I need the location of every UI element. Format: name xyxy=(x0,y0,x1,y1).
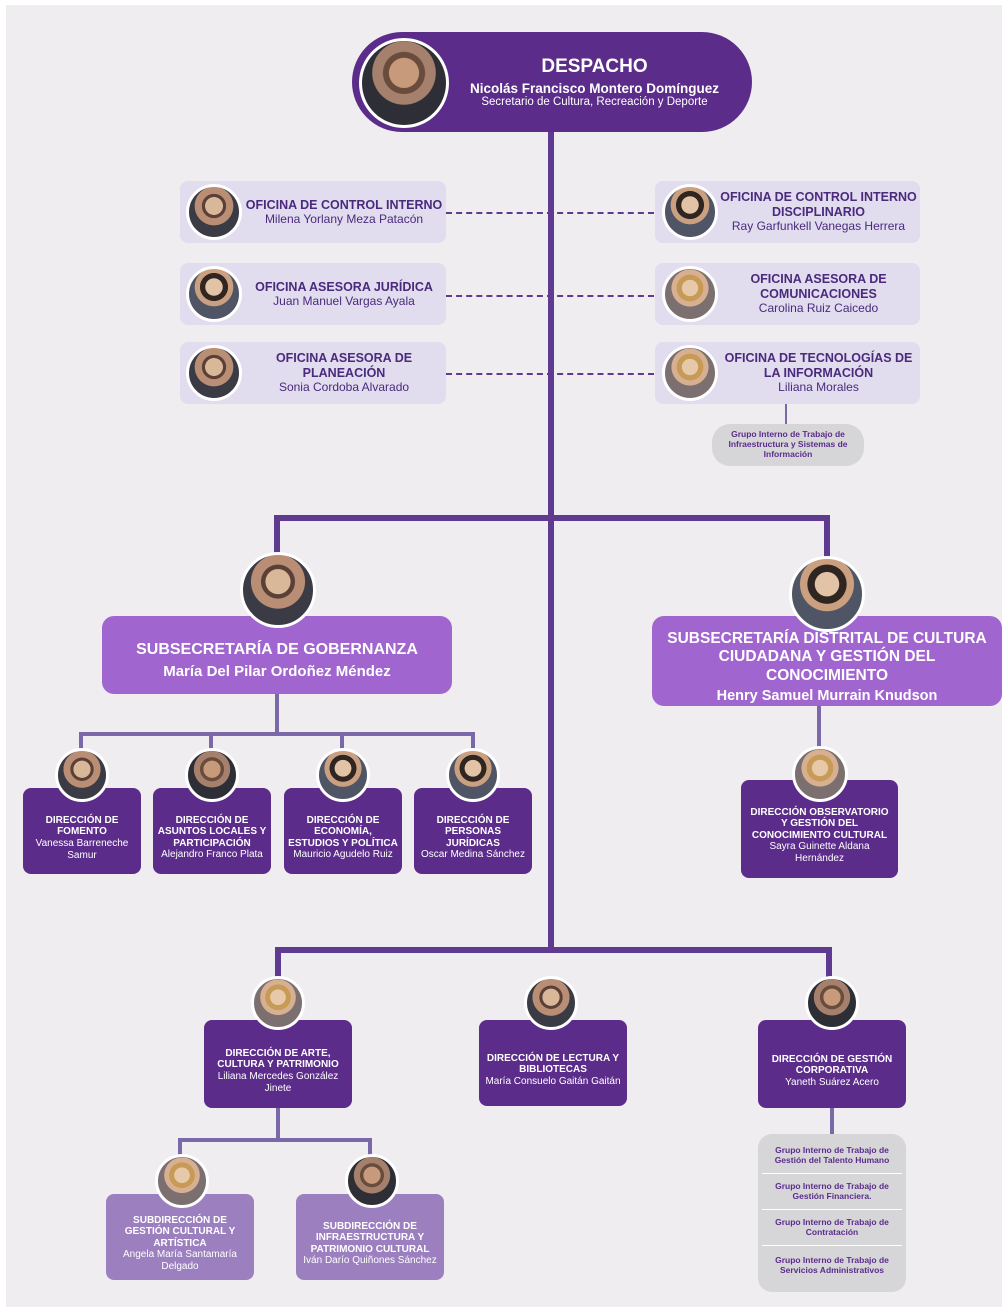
direccion-name: Yaneth Suárez Acero xyxy=(785,1076,879,1088)
drop-fomento xyxy=(79,732,83,754)
direccion-lectura-bibliotecas: DIRECCIÓN DE LECTURA Y BIBLIOTECAS María… xyxy=(479,1020,627,1106)
photo-asuntos-locales xyxy=(185,748,239,802)
photo-gestion-cultural xyxy=(155,1154,209,1208)
direcciones-bar xyxy=(275,947,832,953)
photo-control-interno xyxy=(186,184,242,240)
drop-corporativa xyxy=(826,947,832,979)
photo-economia xyxy=(316,748,370,802)
photo-planeacion xyxy=(186,345,242,401)
direccion-fomento: DIRECCIÓN DE FOMENTO Vanessa Barreneche … xyxy=(23,788,141,874)
direccion-name: María Consuelo Gaitán Gaitán xyxy=(485,1075,621,1087)
subdireccion-gestion-cultural: SUBDIRECCIÓN DE GESTIÓN CULTURAL Y ARTÍS… xyxy=(106,1194,254,1280)
subdireccion-title: SUBDIRECCIÓN DE INFRAESTRUCTURA Y PATRIM… xyxy=(310,1220,430,1255)
oficina-name: Ray Garfunkell Vanegas Herrera xyxy=(731,219,906,234)
oficina-title: OFICINA DE CONTROL INTERNO DISCIPLINARIO xyxy=(720,190,917,219)
despacho-photo xyxy=(359,38,449,128)
photo-arte-cultura xyxy=(251,976,305,1030)
grupo-infraestructura-sistemas: Grupo Interno de Trabajo de Infraestruct… xyxy=(712,424,864,466)
line-ti-grupo xyxy=(785,403,787,425)
subdireccion-infraestructura: SUBDIRECCIÓN DE INFRAESTRUCTURA Y PATRIM… xyxy=(296,1194,444,1280)
direccion-title: DIRECCIÓN DE ASUNTOS LOCALES Y PARTICIPA… xyxy=(157,814,267,849)
direccion-name: Oscar Medina Sánchez xyxy=(421,849,525,861)
subdireccion-title: SUBDIRECCIÓN DE GESTIÓN CULTURAL Y ARTÍS… xyxy=(124,1214,236,1249)
photo-observatorio xyxy=(792,746,848,802)
grupos-corporativa-panel xyxy=(758,1134,906,1292)
despacho-role: Secretario de Cultura, Recreación y Depo… xyxy=(481,96,708,108)
despacho-name: Nicolás Francisco Montero Domínguez xyxy=(469,81,720,96)
oficina-title: OFICINA ASESORA JURÍDICA xyxy=(255,279,433,294)
photo-personas-juridicas xyxy=(446,748,500,802)
direccion-title: DIRECCIÓN DE ECONOMÍA, ESTUDIOS Y POLÍTI… xyxy=(288,814,398,849)
photo-infraestructura xyxy=(345,1154,399,1208)
photo-cultura-ciudadana xyxy=(789,556,865,632)
photo-tecnologias xyxy=(662,345,718,401)
direccion-name: Liliana Mercedes González Jinete xyxy=(217,1070,339,1094)
dash-juridica xyxy=(446,295,654,297)
direccion-name: Vanessa Barreneche Samur xyxy=(35,837,129,861)
photo-juridica xyxy=(186,266,242,322)
gobernanza-bar xyxy=(79,732,475,736)
oficina-title: OFICINA DE TECNOLOGÍAS DE LA INFORMACIÓN xyxy=(724,351,913,380)
direccion-name: Alejandro Franco Plata xyxy=(161,849,263,861)
subsecretaria-gobernanza: SUBSECRETARÍA DE GOBERNANZA María Del Pi… xyxy=(102,616,452,694)
corporativa-stem xyxy=(830,1106,834,1136)
drop-subdir-gestion xyxy=(178,1138,182,1156)
dash-control-interno xyxy=(446,212,654,214)
subsecretaria-title: SUBSECRETARÍA DE GOBERNANZA xyxy=(136,640,418,658)
line-to-cultura xyxy=(824,515,830,557)
subsecretaria-title: SUBSECRETARÍA DISTRITAL DE CULTURA CIUDA… xyxy=(667,629,987,684)
direccion-asuntos-locales: DIRECCIÓN DE ASUNTOS LOCALES Y PARTICIPA… xyxy=(153,788,271,874)
cultura-stem xyxy=(817,704,821,754)
despacho-title: DESPACHO xyxy=(541,56,648,77)
photo-control-disciplinario xyxy=(662,184,718,240)
direccion-title: DIRECCIÓN DE LECTURA Y BIBLIOTECAS xyxy=(486,1052,620,1076)
grupo-servicios-administrativos: Grupo Interno de Trabajo de Servicios Ad… xyxy=(775,1255,889,1275)
grupo-contratacion: Grupo Interno de Trabajo de Contratación xyxy=(762,1210,902,1246)
grupo-talento-humano: Grupo Interno de Trabajo de Gestión del … xyxy=(762,1138,902,1174)
main-trunk-line xyxy=(548,130,554,952)
drop-economia xyxy=(340,732,344,754)
oficina-title: OFICINA ASESORA DE COMUNICACIONES xyxy=(750,272,887,301)
subsecretarias-bar xyxy=(274,515,830,521)
direccion-personas-juridicas: DIRECCIÓN DE PERSONAS JURÍDICAS Oscar Me… xyxy=(414,788,532,874)
direccion-name: Mauricio Agudelo Ruiz xyxy=(293,849,393,861)
subsecretaria-name: Henry Samuel Murrain Knudson xyxy=(716,688,938,705)
drop-personas xyxy=(471,732,475,754)
direccion-title: DIRECCIÓN OBSERVATORIO Y GESTIÓN DEL CON… xyxy=(750,806,889,841)
direccion-title: DIRECCIÓN DE ARTE, CULTURA Y PATRIMONIO xyxy=(217,1047,339,1071)
drop-arte xyxy=(275,947,281,979)
direccion-economia: DIRECCIÓN DE ECONOMÍA, ESTUDIOS Y POLÍTI… xyxy=(284,788,402,874)
line-to-gobernanza xyxy=(274,515,280,555)
photo-comunicaciones xyxy=(662,266,718,322)
photo-lectura-bibliotecas xyxy=(524,976,578,1030)
photo-fomento xyxy=(55,748,109,802)
gobernanza-stem xyxy=(275,694,279,734)
direccion-gestion-corporativa: DIRECCIÓN DE GESTIÓN CORPORATIVA Yaneth … xyxy=(758,1020,906,1108)
oficina-name: Juan Manuel Vargas Ayala xyxy=(273,293,415,308)
direccion-name: Sayra Guinette Aldana Hernández xyxy=(769,841,870,865)
drop-asuntos xyxy=(209,732,213,754)
arte-stem xyxy=(276,1106,280,1140)
direccion-title: DIRECCIÓN DE PERSONAS JURÍDICAS xyxy=(436,814,510,849)
oficina-title: OFICINA ASESORA DE PLANEACIÓN xyxy=(275,351,413,380)
subdireccion-name: Iván Darío Quiñones Sánchez xyxy=(303,1255,437,1267)
direccion-title: DIRECCIÓN DE GESTIÓN CORPORATIVA xyxy=(771,1053,893,1077)
grupo-gestion-financiera: Grupo Interno de Trabajo de Gestión Fina… xyxy=(762,1174,902,1210)
oficina-name: Milena Yorlany Meza Patacón xyxy=(264,211,424,226)
subsecretaria-name: María Del Pilar Ordoñez Méndez xyxy=(163,662,391,680)
photo-gestion-corporativa xyxy=(805,976,859,1030)
direccion-title: DIRECCIÓN DE FOMENTO xyxy=(45,814,119,838)
photo-gobernanza xyxy=(240,552,316,628)
direccion-observatorio: DIRECCIÓN OBSERVATORIO Y GESTIÓN DEL CON… xyxy=(741,780,898,878)
oficina-name: Sonia Cordoba Alvarado xyxy=(278,380,410,395)
subdireccion-name: Angela María Santamaría Delgado xyxy=(123,1249,237,1273)
oficina-title: OFICINA DE CONTROL INTERNO xyxy=(245,197,443,212)
dash-planeacion xyxy=(446,373,654,375)
subdir-bar xyxy=(178,1138,372,1142)
direccion-arte-cultura: DIRECCIÓN DE ARTE, CULTURA Y PATRIMONIO … xyxy=(204,1020,352,1108)
oficina-name: Carolina Ruiz Caicedo xyxy=(758,301,879,316)
drop-subdir-infra xyxy=(368,1138,372,1156)
oficina-name: Liliana Morales xyxy=(778,380,859,395)
